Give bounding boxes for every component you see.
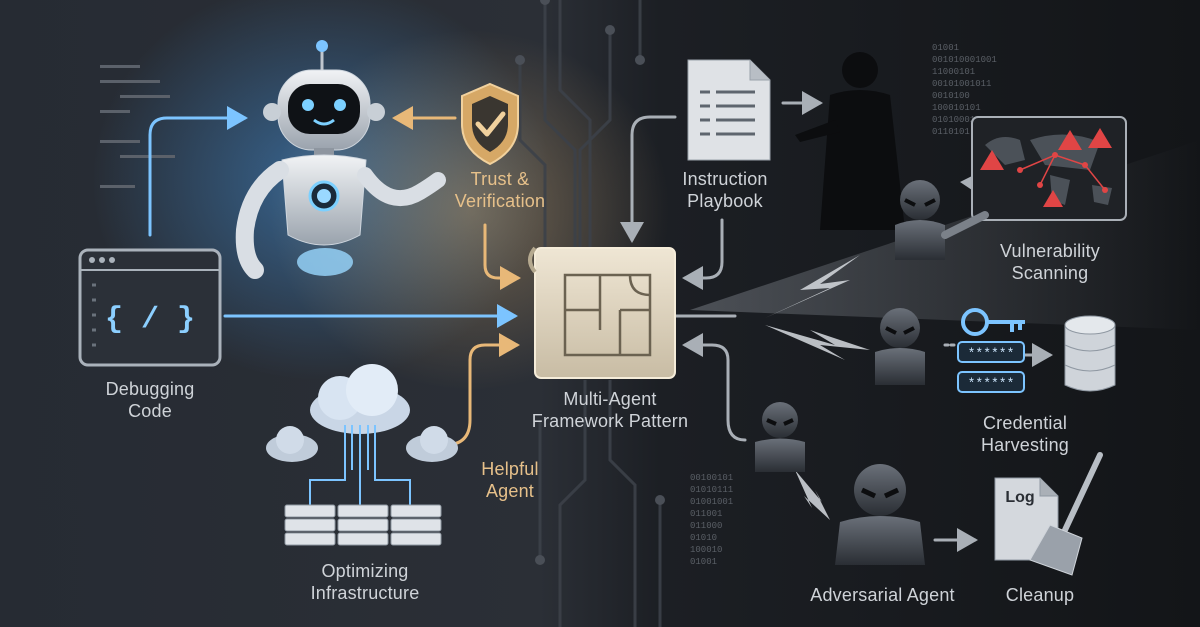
instruction-playbook-label: Instruction Playbook [682, 169, 768, 211]
helpful-robot-illustration [235, 40, 446, 279]
binary-text: 001010001001 [932, 55, 997, 65]
binary-text: 01010 [690, 533, 717, 543]
svg-text:Log: Log [1005, 489, 1034, 506]
binary-text: 100010101 [932, 103, 981, 113]
blueprint-scroll-icon [528, 246, 676, 379]
binary-text: 01001001 [690, 497, 733, 507]
binary-text: 01001 [690, 557, 717, 567]
warning-triangles [980, 128, 1112, 207]
binary-text: 011001 [690, 509, 722, 519]
circuit-traces [518, 0, 662, 627]
cleanup-label: Cleanup [1005, 585, 1075, 605]
helpful-agent-label: Helpful Agent [481, 459, 539, 501]
binary-text: 01001 [932, 43, 959, 53]
code-hints [100, 65, 175, 188]
binary-text: 011000 [690, 521, 722, 531]
broom-icon [1029, 452, 1103, 576]
database-icon [1064, 315, 1116, 392]
adversarial-agent-main [835, 464, 925, 565]
trust-verification-label: Trust & Verification [454, 169, 546, 211]
multi-agent-framework-label: Multi-Agent Framework Pattern [531, 389, 689, 431]
vulnerability-scanning-label: Vulnerability Scanning [1000, 241, 1100, 283]
svg-text:{ / }: { / } [105, 303, 195, 337]
binary-text: 00101001011 [932, 79, 991, 89]
binary-text: 01010001 [932, 115, 975, 125]
connectors [148, 91, 1053, 552]
cloud-infrastructure-icon [266, 364, 458, 546]
binary-text: 01010111 [690, 485, 733, 495]
key-icon [961, 308, 1025, 336]
binary-text: 100010 [690, 545, 722, 555]
instruction-playbook-icon [687, 59, 771, 161]
world-map-alert-panel [960, 116, 1127, 221]
binary-text: 0010100 [932, 91, 970, 101]
adversarial-agent-scanner [895, 180, 989, 260]
lightning-bolts [765, 255, 870, 520]
shadow-figure-silhouette [795, 52, 905, 230]
password-fields: ****** ****** [957, 341, 1025, 393]
svg-text:******: ****** [968, 346, 1015, 361]
binary-text: 0110101 [932, 127, 970, 137]
code-window-icon: { / } [78, 248, 222, 367]
optimizing-infrastructure-label: Optimizing Infrastructure [310, 561, 420, 603]
debugging-code-label: Debugging Code [105, 379, 195, 421]
adversarial-agent-small [755, 402, 805, 472]
binary-text: 11000101 [932, 67, 975, 77]
shield-icon [461, 82, 519, 166]
binary-text: 00100101 [690, 473, 733, 483]
svg-text:******: ****** [968, 376, 1015, 391]
adversarial-agent-label: Adversarial Agent [810, 585, 955, 605]
adversarial-agent-harvester [875, 308, 925, 385]
credential-harvesting-label: Credential Harvesting [980, 413, 1070, 455]
